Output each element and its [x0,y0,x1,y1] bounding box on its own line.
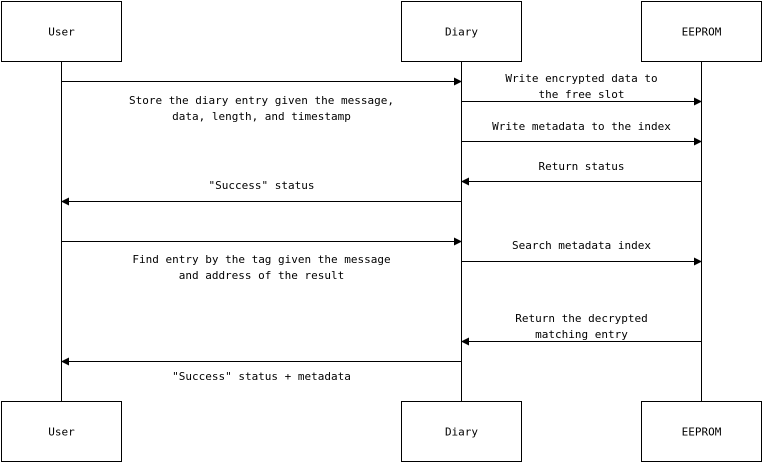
message-label: Return the decrypted [515,312,647,325]
participant-label: User [48,26,75,39]
message-5: "Success" status [61,179,462,206]
participant-user-top: User [1,1,122,62]
message-label: "Success" status [209,179,315,192]
message-7: Search metadata index [461,239,702,266]
participant-diary-top: Diary [401,1,522,62]
message-label: the free slot [538,88,624,101]
message-4: Return status [461,160,702,186]
participant-eeprom-bottom: EEPROM [641,401,762,462]
participant-box [641,401,762,462]
participant-label: User [48,426,75,439]
message-6: Find entry by the tag given the message a… [61,237,462,282]
message-1: Store the diary entry given the message,… [61,77,462,123]
message-2: Write encrypted data to the free slot [461,72,702,106]
messages: Store the diary entry given the message,… [61,72,702,383]
participant-box [1,401,122,462]
participant-eeprom-top: EEPROM [641,1,762,62]
message-8: Return the decrypted matching entry [461,312,702,346]
participant-box [401,1,522,62]
message-label: Write encrypted data to [505,72,657,85]
message-label: Store the diary entry given the message, [129,94,394,107]
participant-box [641,1,762,62]
participant-label: Diary [445,426,478,439]
participant-diary-bottom: Diary [401,401,522,462]
message-9: "Success" status + metadata [61,357,462,383]
participant-user-bottom: User [1,401,122,462]
message-label: and address of the result [179,269,345,282]
message-label: Return status [538,160,624,173]
lifelines [61,61,702,402]
message-label: Search metadata index [512,239,651,252]
participant-box [1,1,122,62]
message-label: matching entry [535,328,628,341]
message-label: "Success" status + metadata [172,370,351,383]
participant-label: EEPROM [682,426,722,439]
message-label: data, length, and timestamp [172,110,351,123]
message-3: Write metadata to the index [461,120,702,146]
message-label: Find entry by the tag given the message [132,253,390,266]
participant-label: EEPROM [682,26,722,39]
participant-label: Diary [445,26,478,39]
participant-box [401,401,522,462]
message-label: Write metadata to the index [492,120,671,133]
